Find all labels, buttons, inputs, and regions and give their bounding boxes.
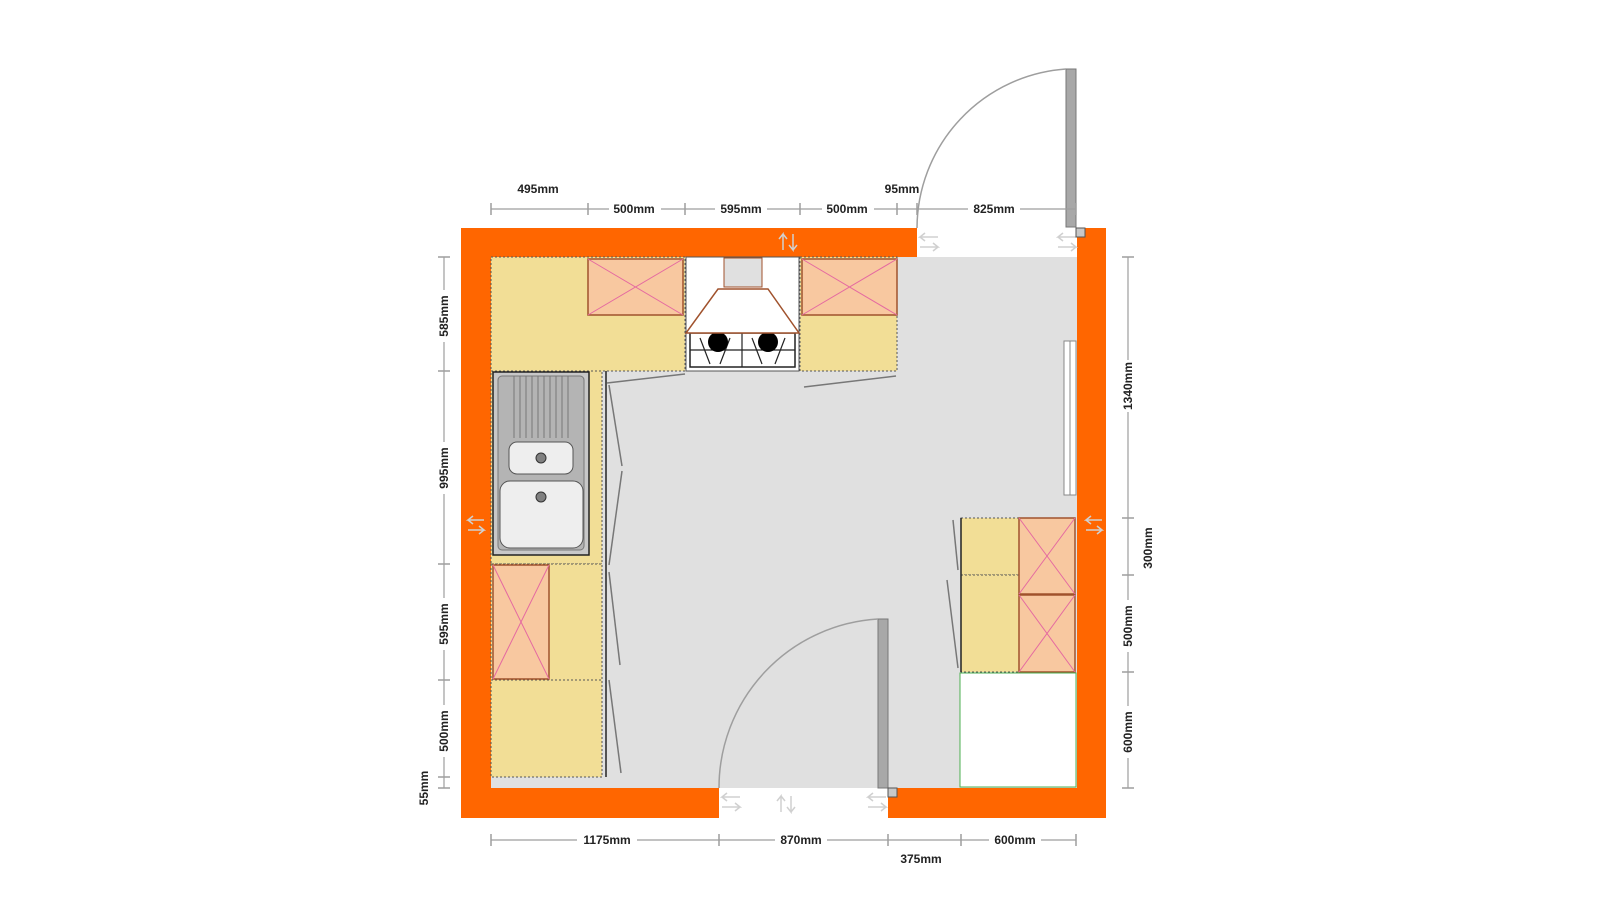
dim-bottom-870: 870mm bbox=[780, 833, 821, 847]
arrow-icon bbox=[465, 515, 487, 535]
burner bbox=[708, 332, 728, 352]
right-base-unit bbox=[960, 574, 1020, 673]
dim-right-1340: 1340mm bbox=[1121, 362, 1135, 410]
double-sink bbox=[492, 371, 590, 556]
top-door-opening bbox=[917, 228, 1077, 257]
bottom-door bbox=[718, 618, 898, 798]
fridge-space bbox=[959, 672, 1077, 788]
right-base-unit bbox=[960, 517, 1020, 576]
dim-top-95: 95mm bbox=[885, 182, 920, 196]
dimension-labels: 495mm 500mm 595mm 500mm 95mm 825mm 585mm… bbox=[417, 180, 1155, 866]
dim-left-585: 585mm bbox=[437, 295, 451, 336]
cabinet-door-swing bbox=[803, 375, 897, 388]
arrow-icon bbox=[778, 231, 798, 253]
wall-unit bbox=[587, 258, 684, 316]
door-leaf bbox=[877, 618, 889, 789]
sink-bowl-large bbox=[499, 480, 584, 549]
door-leaf bbox=[1065, 68, 1077, 228]
door-swing-arc bbox=[916, 68, 1067, 229]
burner bbox=[758, 332, 778, 352]
extractor-hood bbox=[684, 288, 801, 334]
dim-right-600: 600mm bbox=[1121, 711, 1135, 752]
drain-icon bbox=[535, 452, 547, 464]
door-hinge bbox=[887, 787, 898, 798]
dim-right-500: 500mm bbox=[1121, 605, 1135, 646]
wall-unit bbox=[1018, 517, 1076, 595]
dim-bottom-1175: 1175mm bbox=[583, 833, 630, 847]
arrow-icon bbox=[917, 232, 941, 252]
left-base-unit bbox=[490, 679, 603, 778]
dim-left-595: 595mm bbox=[437, 603, 451, 644]
cabinet-door-swing bbox=[608, 384, 623, 467]
arrow-icon bbox=[1055, 232, 1079, 252]
cabinet-door-swing bbox=[608, 470, 623, 566]
dim-top-825: 825mm bbox=[973, 202, 1014, 216]
drainer-grooves bbox=[513, 376, 569, 438]
dim-top-495: 495mm bbox=[517, 182, 558, 196]
dim-top-500a: 500mm bbox=[613, 202, 654, 216]
dim-right-300: 300mm bbox=[1141, 527, 1155, 568]
cabinet-door-swing bbox=[608, 571, 621, 666]
dim-left-55: 55mm bbox=[417, 771, 431, 806]
cabinet-door-swing bbox=[952, 519, 959, 571]
window bbox=[1063, 340, 1077, 496]
hood-chimney bbox=[723, 257, 763, 288]
drain-icon bbox=[535, 491, 547, 503]
cabinet-door-swing bbox=[608, 679, 622, 774]
wall-unit bbox=[801, 258, 898, 316]
wall-unit bbox=[1018, 594, 1076, 673]
dim-bottom-600: 600mm bbox=[994, 833, 1035, 847]
right-counter bbox=[946, 517, 1077, 788]
dim-bottom-375: 375mm bbox=[900, 852, 941, 866]
cabinet-door-swing bbox=[606, 373, 686, 384]
top-counter bbox=[490, 256, 898, 388]
dim-left-995: 995mm bbox=[437, 447, 451, 488]
arrow-icon bbox=[865, 792, 889, 812]
wall-unit bbox=[492, 564, 550, 680]
dim-left-500: 500mm bbox=[437, 710, 451, 751]
hob-with-extractor-hood bbox=[684, 256, 801, 372]
bottom-door-opening bbox=[719, 788, 888, 818]
opening-arrows bbox=[465, 231, 1105, 815]
arrow-icon bbox=[776, 793, 796, 815]
dim-top-595: 595mm bbox=[720, 202, 761, 216]
dim-top-500b: 500mm bbox=[826, 202, 867, 216]
arrow-icon bbox=[1083, 515, 1105, 535]
cabinet-door-swing bbox=[946, 579, 959, 669]
hob-grates bbox=[690, 333, 795, 367]
door-swing-arc bbox=[718, 618, 879, 789]
door-hinge bbox=[1075, 227, 1086, 238]
top-door bbox=[916, 68, 1086, 238]
arrow-icon bbox=[719, 792, 743, 812]
